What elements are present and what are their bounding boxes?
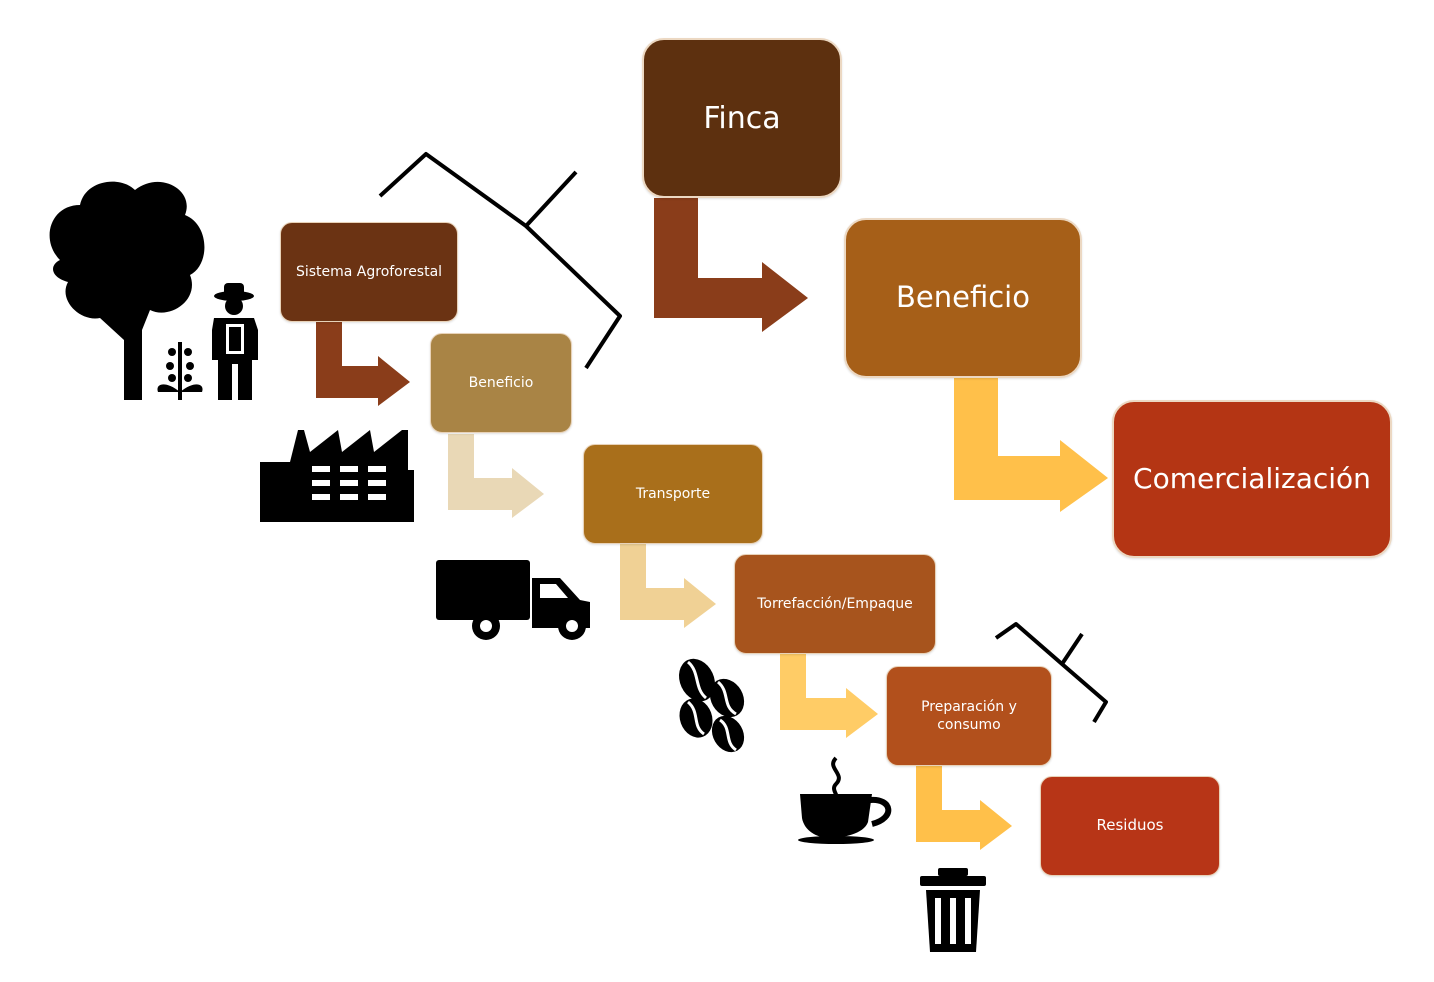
coffee-beans-icon <box>679 658 745 753</box>
transporte-box: Transporte <box>583 444 763 544</box>
arrow-beneficio-to-comercializacion <box>954 378 1108 512</box>
arrow-transporte-to-torrefaccion <box>620 544 716 628</box>
arrow-finca-to-beneficio <box>654 198 808 332</box>
arrow-agroforestal-to-beneficio <box>316 322 410 406</box>
beneficio-detail-box: Beneficio <box>430 333 572 433</box>
finca-label: Finca <box>703 100 781 136</box>
agroforestal-box: Sistema Agroforestal <box>280 222 458 322</box>
tree-icon <box>49 181 205 400</box>
factory-icon <box>260 430 414 522</box>
torrefaccion-box: Torrefacción/Empaque <box>734 554 936 654</box>
truck-icon <box>436 560 590 640</box>
comercializacion-box: Comercialización <box>1112 400 1392 558</box>
trash-can-icon <box>920 868 986 952</box>
agroforestal-label: Sistema Agroforestal <box>295 263 443 280</box>
brace-consumo <box>994 622 1108 724</box>
torrefaccion-label: Torrefacción/Empaque <box>757 595 913 612</box>
residuos-box: Residuos <box>1040 776 1220 876</box>
coffee-plant-icon <box>157 342 203 400</box>
finca-box: Finca <box>642 38 842 198</box>
beneficio-main-box: Beneficio <box>844 218 1082 378</box>
preparacion-label: Preparación y consumo <box>921 698 1017 733</box>
transporte-label: Transporte <box>635 485 711 502</box>
coffee-cup-icon <box>798 756 892 844</box>
beneficio-detail-label: Beneficio <box>468 374 534 391</box>
farmer-icon <box>212 283 258 400</box>
arrow-preparacion-to-residuos <box>916 766 1012 850</box>
arrow-beneficio-to-transporte <box>448 434 544 518</box>
preparacion-box: Preparación y consumo <box>886 666 1052 766</box>
brace-main-to-detail <box>378 152 622 370</box>
comercializacion-label: Comercialización <box>1133 461 1371 495</box>
residuos-label: Residuos <box>1096 816 1164 835</box>
arrow-torrefaccion-to-preparacion <box>780 654 878 738</box>
beneficio-main-label: Beneficio <box>896 280 1030 315</box>
